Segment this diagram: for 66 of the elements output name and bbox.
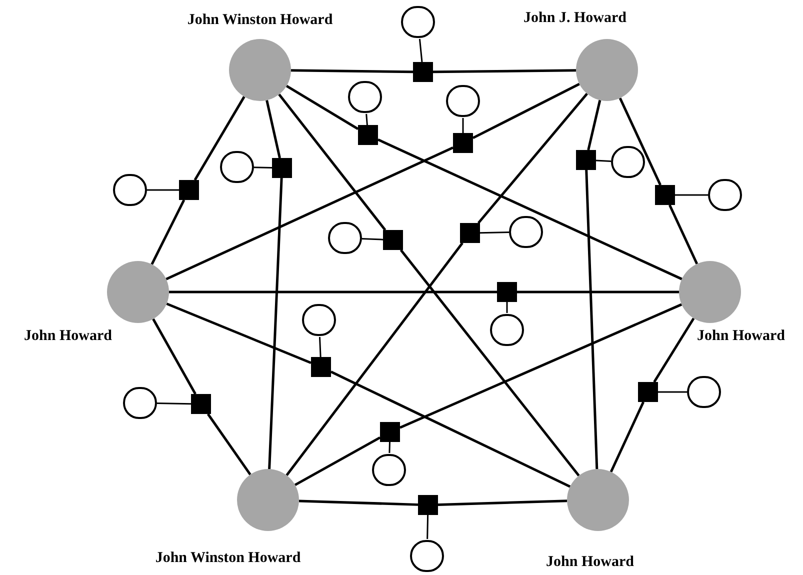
connector-line	[330, 370, 571, 488]
person-name: John Howard	[546, 553, 634, 572]
connector-line	[194, 96, 246, 181]
factor-square	[497, 282, 517, 302]
connector-line	[618, 98, 662, 186]
connector-line	[426, 514, 429, 540]
connector-line	[377, 138, 682, 280]
factor-square	[380, 422, 400, 442]
connector-line	[294, 436, 381, 486]
connector-line	[658, 391, 687, 393]
factor-square	[272, 158, 292, 178]
connector-line	[480, 232, 510, 234]
connector-line	[156, 402, 192, 405]
person-name: John Winston Howard	[187, 11, 333, 30]
connector-line	[432, 69, 576, 74]
person-name: John Howard	[697, 327, 785, 346]
person-name: John J. Howard	[524, 9, 626, 28]
connector-line	[477, 92, 588, 224]
connector-line	[462, 118, 464, 133]
connector-line	[587, 100, 602, 150]
factor-square	[191, 394, 211, 414]
connector-line	[298, 500, 418, 506]
connector-line	[400, 249, 580, 476]
connector-line	[150, 199, 186, 265]
connector-line	[266, 100, 281, 158]
connector-line	[169, 290, 497, 294]
connector-line	[278, 94, 386, 231]
connector-line	[400, 303, 682, 429]
connector-line	[166, 302, 312, 364]
connector-line	[147, 189, 179, 191]
factor-square	[179, 180, 199, 200]
connector-line	[653, 318, 695, 383]
factor-square	[311, 357, 331, 377]
factor-square	[418, 495, 438, 515]
connector-line	[290, 69, 414, 74]
connector-line	[438, 500, 568, 506]
connector-line	[506, 302, 508, 313]
factor-square	[576, 150, 596, 170]
connector-line	[585, 170, 598, 470]
connector-line	[286, 84, 359, 130]
connector-line	[610, 401, 644, 472]
connector-line	[596, 160, 612, 162]
connector-line	[286, 242, 464, 476]
factor-square	[383, 230, 403, 250]
connector-line	[254, 166, 272, 169]
connector-line	[388, 442, 390, 454]
connector-line	[166, 146, 454, 280]
person-name: John Howard	[24, 327, 112, 346]
factor-square	[655, 185, 675, 205]
factor-square	[413, 62, 433, 82]
connector-line	[668, 204, 698, 264]
connector-line	[152, 318, 196, 395]
connector-line	[472, 82, 580, 140]
connector-line	[268, 178, 283, 470]
connector-line	[318, 336, 322, 358]
connector-line	[675, 194, 708, 196]
connector-line	[206, 413, 252, 476]
factor-square	[638, 382, 658, 402]
connector-line	[517, 290, 679, 294]
factor-square	[453, 133, 473, 153]
factor-square	[460, 223, 480, 243]
connector-line	[362, 238, 384, 240]
connector-line	[418, 38, 423, 62]
person-name: John Winston Howard	[155, 549, 301, 568]
factor-square	[358, 125, 378, 145]
connector-line	[366, 114, 368, 126]
